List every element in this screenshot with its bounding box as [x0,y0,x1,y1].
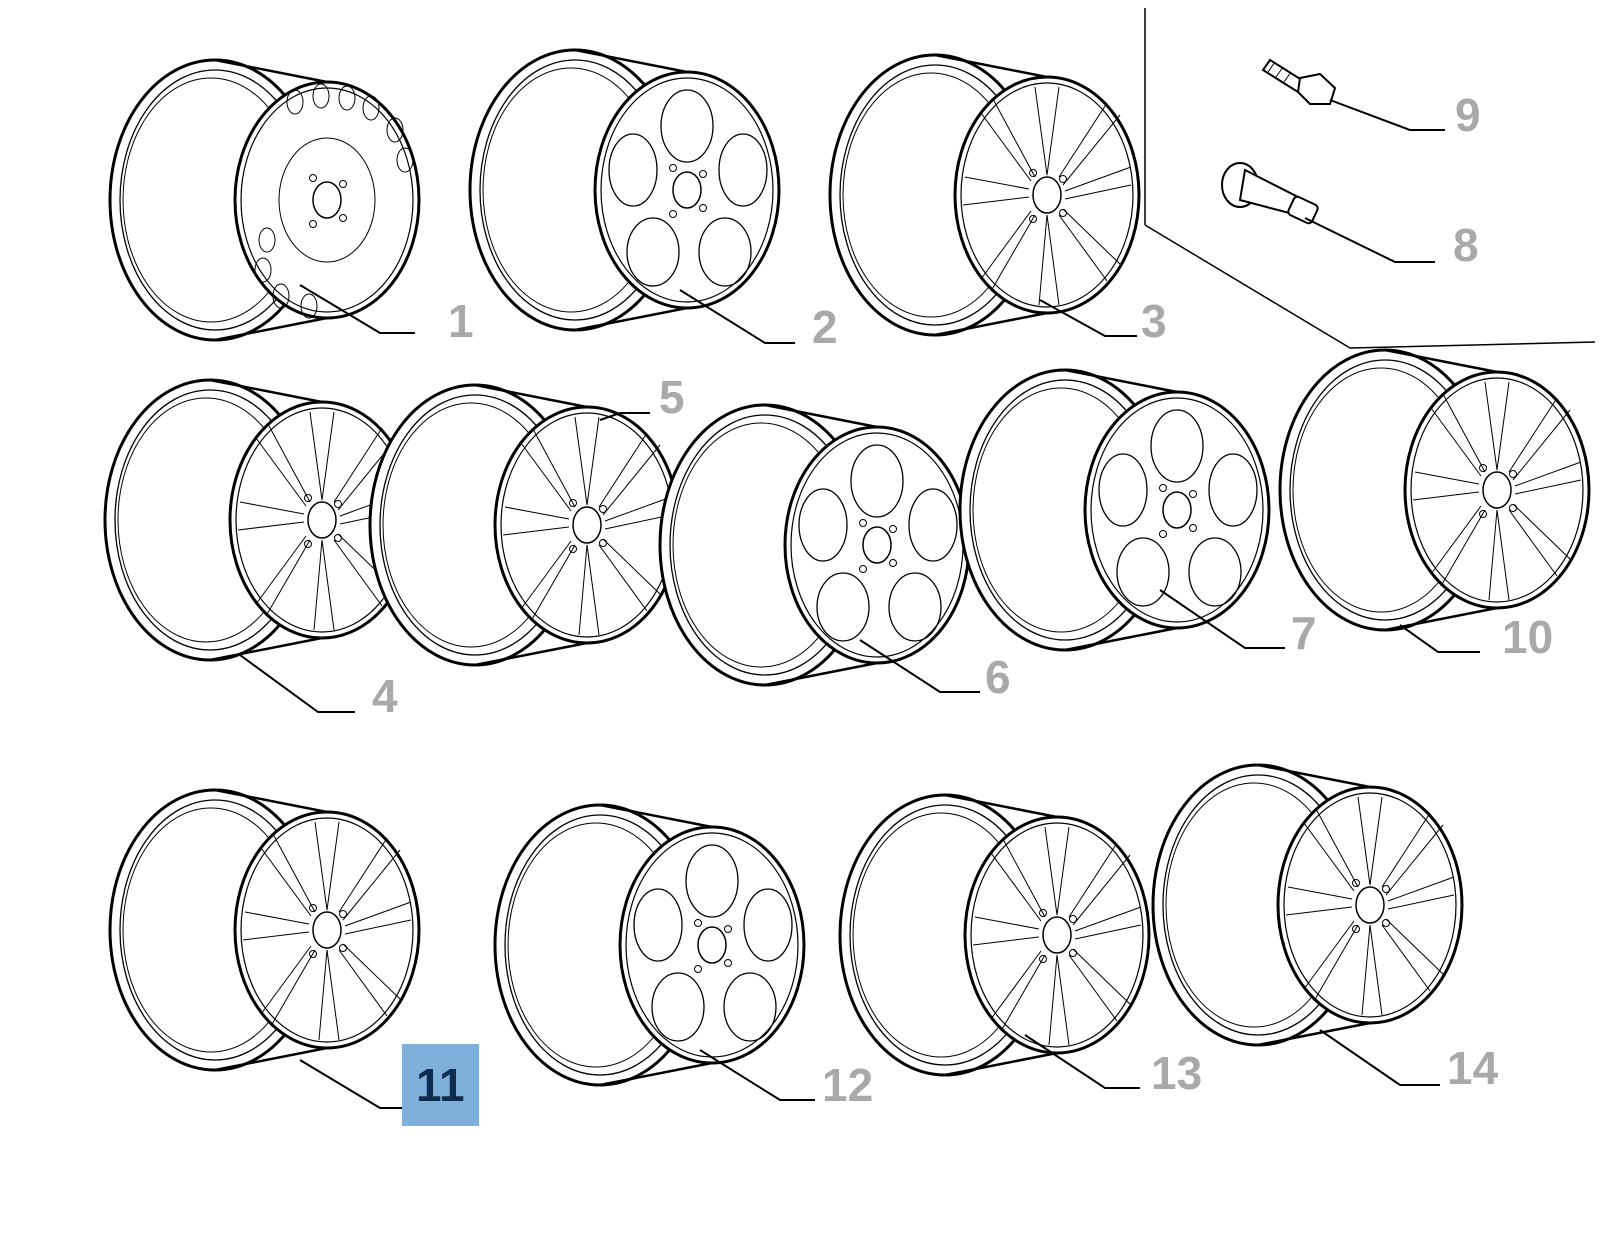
callout-5[interactable]: 5 [655,372,689,422]
callout-2[interactable]: 2 [808,302,842,352]
leader-lines [239,99,1480,1109]
callout-13[interactable]: 13 [1147,1048,1207,1098]
wheel-2 [468,48,781,332]
wheel-7 [958,368,1271,652]
callout-6[interactable]: 6 [981,652,1015,702]
wheel-10 [1278,348,1591,632]
wheel-11 [108,788,421,1072]
callout-7[interactable]: 7 [1287,608,1321,658]
callout-12[interactable]: 12 [818,1060,878,1110]
wheel-12 [493,803,806,1087]
callout-4[interactable]: 4 [368,671,402,721]
wheel-13 [838,793,1151,1077]
valve-8 [1221,162,1319,225]
callout-14[interactable]: 14 [1443,1043,1503,1093]
wheel-3 [828,53,1141,337]
separator-lines [1144,8,1596,349]
wheel-5 [368,383,681,667]
wheel-1 [108,58,421,342]
callout-11-selected[interactable]: 11 [402,1044,479,1126]
callout-9[interactable]: 9 [1451,90,1485,140]
callout-10[interactable]: 10 [1498,612,1558,662]
wheel-4 [103,378,416,662]
callout-3[interactable]: 3 [1137,296,1171,346]
wheel-14 [1151,763,1464,1047]
bolt-9 [1261,58,1337,105]
wheel-6 [658,403,971,687]
callout-1[interactable]: 1 [444,296,478,346]
callout-8[interactable]: 8 [1449,220,1483,270]
